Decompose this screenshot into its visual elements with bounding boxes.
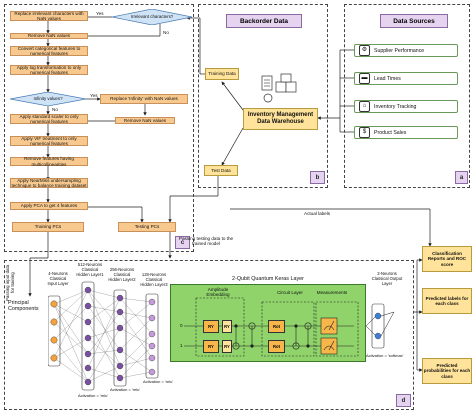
source-supplier-performance: ⚙ Supplier Performance <box>354 44 458 57</box>
activation-relu-1: Activation = 'relu' <box>78 393 109 398</box>
step-pca: Apply PCA to get 4 features <box>10 202 88 210</box>
source-label: Inventory Tracking <box>374 103 417 110</box>
yes-label-2: Yes <box>90 93 98 98</box>
passing-testing-text: Passing testing data to the trained mode… <box>178 236 234 247</box>
testing-pcs-box: Testing PCs <box>118 222 176 232</box>
hidden-layer1-label: 512-Neurons Classical Hidden Layer1 <box>76 262 104 277</box>
source-label: Supplier Performance <box>374 47 425 54</box>
gate-ry-2: RY <box>222 320 232 333</box>
step-remove-nan: Remove NaN values <box>10 33 88 39</box>
gate-rot-0: Rot <box>268 320 285 333</box>
quantum-layer-title: 2-Qubit Quantum Keras Layer <box>232 276 304 282</box>
decision-irrelevant-label: Irrelevant characters? <box>130 14 174 19</box>
step-nearmiss: Apply NearMiss undersampling technique t… <box>10 177 88 188</box>
activation-relu-3: Activation = 'relu' <box>143 379 174 384</box>
principal-components-label: Principal Components <box>8 300 39 312</box>
warehouse-icon: ⌂ <box>359 101 370 112</box>
decision-irrelevant-diamond <box>112 9 192 25</box>
source-inventory-tracking: ⌂ Inventory Tracking <box>354 100 458 113</box>
qubit-0-label: 0 <box>180 323 183 328</box>
gate-ry-1: RY <box>203 340 219 353</box>
actual-labels-text: Actual labels <box>304 211 331 216</box>
result-classification-reports: Classification Reports and ROC score <box>422 246 472 272</box>
source-product-sales: $ Product Sales <box>354 126 458 139</box>
hidden-layer2-label: 256-Neurons Classical Hidden Layer2 <box>108 267 136 282</box>
result-predicted-probabilities: Predicted probabilities for each class <box>422 358 472 384</box>
output-layer <box>366 303 395 349</box>
truck-icon: ▬ <box>359 73 370 84</box>
no-label-2: No <box>52 107 58 112</box>
panel-c-corner-label: c <box>175 236 190 249</box>
data-sources-title: Data Sources <box>380 14 448 28</box>
step-standard-scaler: Apply standard scaler to only numerical … <box>10 114 88 124</box>
result-predicted-labels: Predicted labels for each class <box>422 288 472 314</box>
passing-input-text: Passing input data for training <box>5 264 15 302</box>
neural-network <box>48 281 159 391</box>
panel-d-corner-label: d <box>396 394 411 407</box>
backorder-data-title: Backorder Data <box>226 14 302 28</box>
circuit-layer-label: Circuit Layer <box>277 290 303 295</box>
input-layer-label: 4-Neurons Classical Input Layer <box>47 271 69 286</box>
step-replace-infinity: Replace 'Infinity' with NaN values <box>100 94 188 104</box>
measurements-label: Measurements <box>316 290 348 295</box>
step-replace-irrelevant: Replace irrelevant characters with NaN v… <box>10 11 88 21</box>
warehouse-icon <box>261 73 297 103</box>
activation-relu-2: Activation = 'relu' <box>110 387 141 392</box>
step-remove-nan-2: Remove NaN values <box>115 117 175 124</box>
panel-b-corner-label: b <box>310 171 325 184</box>
panel-a-corner-label: a <box>455 171 468 184</box>
source-label: Lead Times <box>374 75 401 82</box>
step-remove-multicollinear: Remove features having multicollineariti… <box>10 156 88 167</box>
qubit-1-label: 1 <box>180 343 183 348</box>
gate-ry-0: RY <box>203 320 219 333</box>
training-pcs-box: Training PCs <box>12 222 84 232</box>
panel-d-model <box>4 260 414 410</box>
hidden-layer3-label: 128-Neurons Classical Hidden Layer3 <box>140 272 168 287</box>
panel-c-preprocessing <box>4 4 194 252</box>
amplitude-embedding-label: Amplitude Embedding <box>206 287 230 298</box>
source-label: Product Sales <box>374 129 407 136</box>
step-vif-treatment: Apply VIF treatment to only numerical fe… <box>10 136 88 146</box>
decision-infinity-label: Infinity values? <box>33 96 63 101</box>
test-data-box: Test Data <box>204 165 238 176</box>
source-lead-times: ▬ Lead Times <box>354 72 458 85</box>
gate-ry-3: RY <box>222 340 232 353</box>
activation-softmax: Activation = 'softmax' <box>366 353 404 358</box>
panel-b-backorder <box>198 4 328 188</box>
panel-a-sources <box>344 4 470 188</box>
yes-label-1: Yes <box>96 11 104 16</box>
step-log-transform: Apply log transformation to only numeric… <box>10 65 88 75</box>
training-data-box: Training Data <box>205 68 239 80</box>
warehouse-box: Inventory Management Data Warehouse <box>243 108 318 130</box>
supplier-icon: ⚙ <box>359 45 370 56</box>
gate-rot-1: Rot <box>268 340 285 353</box>
no-label-1: No <box>163 30 169 35</box>
decision-infinity-diamond <box>10 92 86 106</box>
output-layer-label: 2-Neurons Classical Output Layer <box>371 271 403 286</box>
sales-icon: $ <box>359 127 370 138</box>
step-convert-categorical: Convert categorical features to numerica… <box>10 46 88 56</box>
